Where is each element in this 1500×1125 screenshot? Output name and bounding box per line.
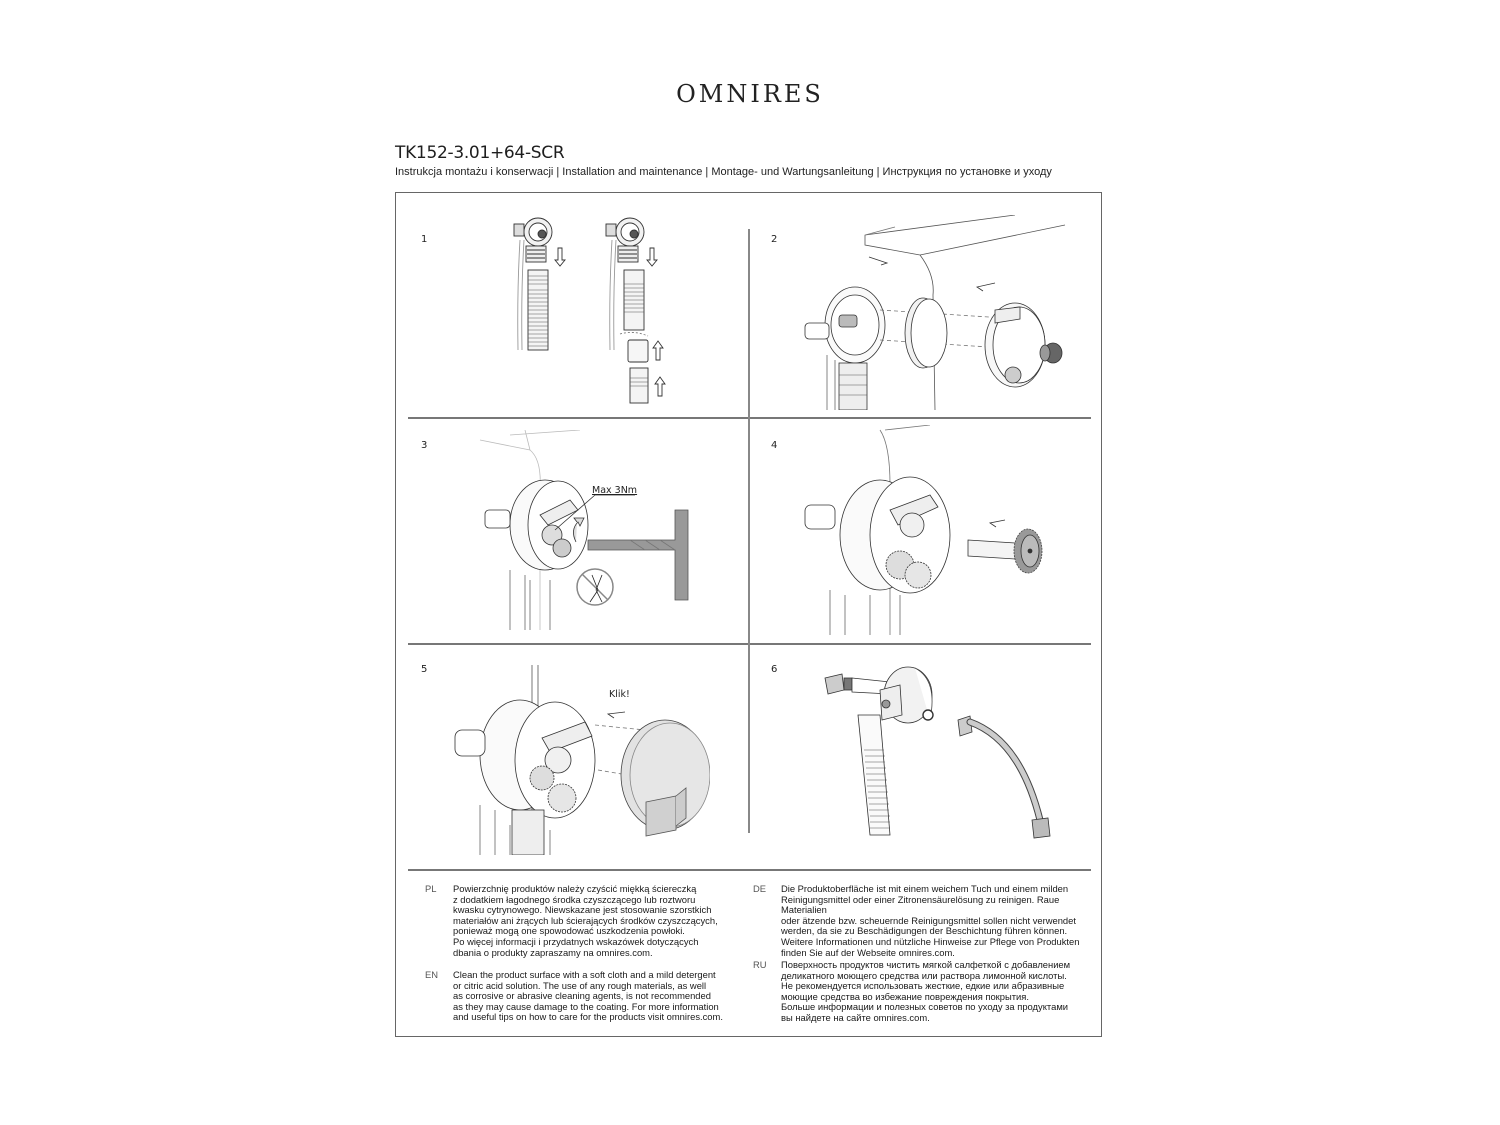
divider-care: [408, 869, 1091, 871]
model-number: TK152-3.01+64-SCR: [395, 143, 565, 163]
step-number-3: 3: [421, 440, 428, 451]
step-number-6: 6: [771, 664, 778, 675]
language-code-pl: PL: [425, 883, 437, 894]
care-instructions-en: EN Clean the product surface with a soft…: [425, 969, 745, 1035]
click-annotation: Klik!: [609, 689, 630, 700]
language-code-de: DE: [753, 883, 767, 894]
arrow-down-icon: [554, 247, 566, 267]
document-subtitle: Instrukcja montażu i konserwacji | Insta…: [395, 166, 1052, 178]
arrow-left-icon: [606, 711, 626, 719]
care-text-ru: Поверхность продуктов чистить мягкой сал…: [781, 959, 1071, 1023]
step-number-1: 1: [421, 234, 428, 245]
arrow-left-icon: [975, 282, 996, 292]
torque-annotation: Max 3Nm: [592, 485, 638, 496]
rotate-arrow-icon: [573, 517, 585, 543]
care-text-pl: Powierzchnię produktów należy czyścić mi…: [453, 883, 718, 958]
instruction-sheet: [395, 192, 1102, 1037]
care-instructions-de: DE Die Produktoberfläche ist mit einem w…: [753, 883, 1098, 957]
step-number-5: 5: [421, 664, 428, 675]
cover-snap-diagram: [450, 660, 710, 855]
flexible-hose-connection-diagram: [820, 660, 1060, 845]
step-number-4: 4: [771, 440, 778, 451]
care-text-de: Die Produktoberfläche ist mit einem weic…: [781, 883, 1080, 958]
care-text-en: Clean the product surface with a soft cl…: [453, 969, 723, 1023]
exploded-mounting-diagram: [795, 215, 1070, 410]
arrow-left-icon: [988, 519, 1006, 528]
no-pliers-icon: [576, 568, 614, 606]
care-instructions-pl: PL Powierzchnię produktów należy czyścić…: [425, 883, 745, 964]
divider-column: [748, 229, 750, 833]
tightening-key-diagram: [470, 430, 700, 630]
language-code-en: EN: [425, 969, 439, 980]
gear-shaft-insertion-diagram: [800, 425, 1060, 635]
hose-connection-diagram: [500, 210, 680, 405]
step-number-2: 2: [771, 234, 778, 245]
brand-logo: OMNIRES: [676, 80, 824, 108]
arrow-up-icon: [652, 340, 664, 361]
care-instructions-ru: RU Поверхность продуктов чистить мягкой …: [753, 959, 1098, 1030]
arrow-right-icon: [868, 256, 889, 266]
valve-body-icon: [513, 217, 553, 263]
language-code-ru: RU: [753, 959, 767, 970]
